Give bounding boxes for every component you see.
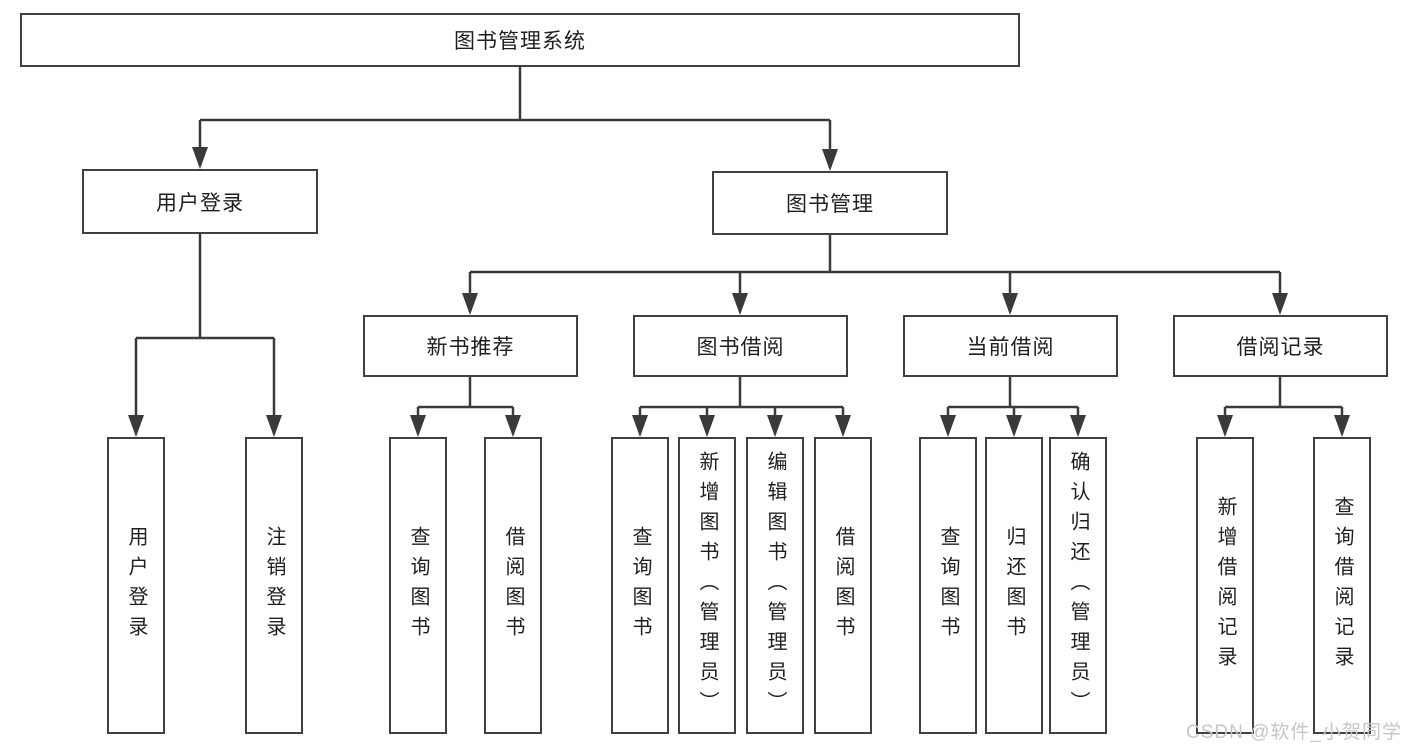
tree-edges xyxy=(134,67,1344,434)
node-book-borrowing: 图书借阅 xyxy=(633,315,848,377)
node-book-management: 图书管理 xyxy=(712,171,948,235)
leaf-query-books-current: 查询图书 xyxy=(919,437,977,734)
csdn-watermark: CSDN @软件_小贺同学 xyxy=(1186,722,1402,743)
leaf-logout: 注销登录 xyxy=(245,437,303,734)
leaf-edit-book-admin: 编辑图书（管理员） xyxy=(746,437,804,734)
leaf-add-book-admin: 新增图书（管理员） xyxy=(678,437,736,734)
leaf-query-books-recommend: 查询图书 xyxy=(389,437,447,734)
leaf-add-borrow-record: 新增借阅记录 xyxy=(1196,437,1254,734)
leaf-borrow-books-borrowing: 借阅图书 xyxy=(814,437,872,734)
leaf-user-login: 用户登录 xyxy=(107,437,165,734)
node-current-borrowing: 当前借阅 xyxy=(903,315,1118,377)
leaf-return-book: 归还图书 xyxy=(985,437,1043,734)
leaf-borrow-books-recommend: 借阅图书 xyxy=(484,437,542,734)
node-borrowing-records: 借阅记录 xyxy=(1173,315,1388,377)
node-new-book-recommendation: 新书推荐 xyxy=(363,315,578,377)
leaf-confirm-return-admin: 确认归还（管理员） xyxy=(1049,437,1107,734)
leaf-query-borrow-record: 查询借阅记录 xyxy=(1313,437,1371,734)
node-user-login: 用户登录 xyxy=(82,169,318,234)
leaf-query-books-borrowing: 查询图书 xyxy=(611,437,669,734)
node-library-management-system: 图书管理系统 xyxy=(20,13,1020,67)
